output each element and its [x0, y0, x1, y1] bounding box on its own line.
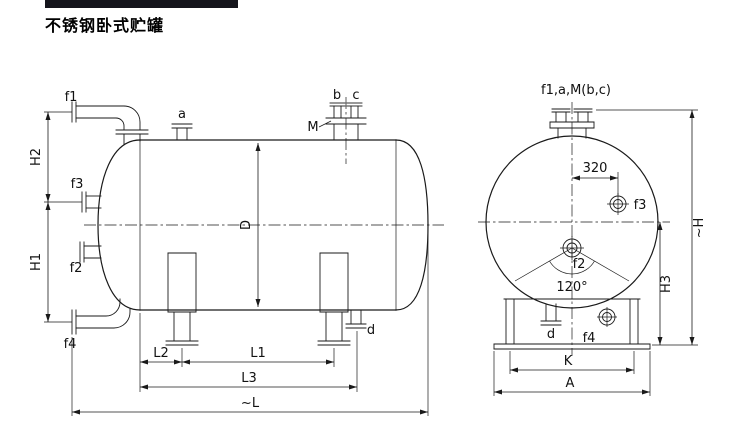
nozzle-f4-end: [597, 307, 617, 327]
top-nozzle-group: [549, 108, 595, 139]
label-f4: f4: [64, 337, 77, 352]
manhole-m: [318, 97, 367, 164]
dim-label-D: D: [239, 220, 254, 230]
nozzle-f4: [71, 298, 131, 335]
label-b: b: [333, 88, 341, 103]
label-a: a: [178, 107, 186, 122]
label-f2-end: f2: [573, 257, 586, 272]
dim-label-H2: H2: [29, 148, 44, 166]
label-f4-end: f4: [583, 331, 596, 346]
nozzle-b: [329, 102, 346, 119]
label-d-end: d: [547, 327, 555, 342]
dim-label-overall-H: ~H: [692, 218, 707, 239]
tank-shell: [97, 139, 429, 311]
nozzle-d: [345, 309, 367, 329]
dims-bottom: [71, 230, 429, 416]
angle-120: [514, 247, 630, 282]
m-leader: [318, 120, 332, 128]
label-top-nozzle-group: f1,a,M(b,c): [541, 83, 611, 98]
dims-left: [44, 111, 82, 323]
drawing-title: 不锈钢卧式贮罐: [45, 16, 165, 35]
dim-label-L2: L2: [153, 346, 169, 361]
label-f2: f2: [70, 261, 83, 276]
nozzle-f3-end: [607, 193, 629, 215]
label-m: M: [307, 120, 318, 135]
nozzle-d-end: [540, 303, 562, 326]
support-leg-right: [317, 252, 351, 346]
left-head: [97, 139, 141, 311]
side-view: f1 a: [29, 88, 444, 416]
label-f3: f3: [71, 177, 84, 192]
dim-label-320: 320: [583, 161, 608, 176]
nozzle-f1: [71, 101, 149, 146]
cropped-header-bar: [45, 0, 238, 8]
dims-bottom-end: [493, 351, 651, 396]
nozzle-a: [171, 123, 193, 141]
right-head: [395, 139, 429, 311]
dims-right: [596, 109, 698, 346]
nozzle-f2: [79, 241, 102, 263]
label-f1: f1: [65, 90, 78, 105]
saddle-support: [493, 298, 651, 350]
label-d: d: [367, 323, 375, 338]
nozzle-c: [346, 102, 363, 119]
dim-label-120: 120°: [556, 280, 587, 295]
dim-label-A: A: [566, 376, 575, 391]
end-view: f1,a,M(b,c) 320 f3 f2: [478, 83, 707, 396]
dim-label-L1: L1: [250, 346, 266, 361]
support-leg-left: [165, 252, 199, 346]
dim-label-H1: H1: [29, 253, 44, 271]
dim-label-overall-L: ~L: [241, 396, 260, 411]
dim-label-H3: H3: [659, 275, 674, 293]
label-f3-end: f3: [634, 198, 647, 213]
dim-label-L3: L3: [241, 371, 257, 386]
dim-label-K: K: [564, 354, 573, 369]
label-c: c: [352, 88, 359, 103]
